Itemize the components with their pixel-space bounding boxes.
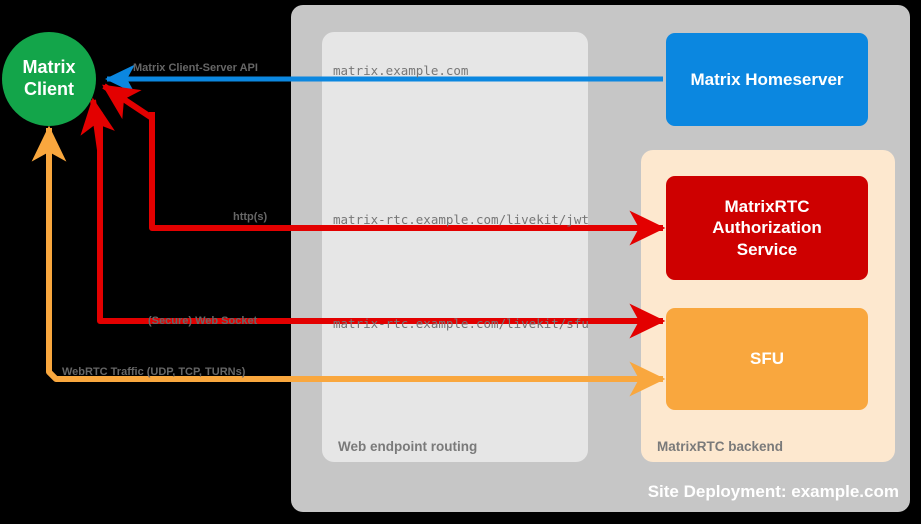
- flow-arrowhead-https-to-client: [102, 83, 154, 121]
- node-matrix-client[interactable]: Matrix Client: [2, 32, 96, 126]
- web-endpoint-routing-panel: [322, 32, 588, 462]
- auth-service-label: MatrixRTC Authorization Service: [712, 197, 822, 259]
- flow-label-matrix-client-server-api: Matrix Client-Server API: [133, 62, 258, 74]
- sfu-label: SFU: [750, 349, 784, 368]
- flow-label-webrtc-traffic: WebRTC Traffic (UDP, TCP, TURNs): [62, 366, 246, 378]
- node-matrix-homeserver[interactable]: Matrix Homeserver: [666, 33, 868, 126]
- matrix-client-label: Matrix Client: [22, 57, 76, 99]
- node-sfu[interactable]: SFU: [666, 308, 868, 410]
- matrixrtc-backend-caption: MatrixRTC backend: [657, 439, 784, 454]
- web-endpoint-routing-caption: Web endpoint routing: [338, 439, 478, 454]
- flow-arrowhead-ws-to-client: [80, 97, 115, 151]
- flow-label-secure-web-socket: (Secure) Web Socket: [148, 315, 258, 327]
- endpoint-url-livekit-sfu: matrix-rtc.example.com/livekit/sfu: [333, 316, 589, 331]
- endpoint-url-livekit-jwt: matrix-rtc.example.com/livekit/jwt: [333, 212, 589, 227]
- flow-line-https-to-auth: [149, 112, 666, 246]
- flow-line-webrtc-to-sfu: [46, 130, 666, 397]
- matrix-homeserver-label: Matrix Homeserver: [690, 69, 844, 89]
- endpoint-url-matrix: matrix.example.com: [333, 63, 469, 78]
- node-matrixrtc-authorization-service[interactable]: MatrixRTC Authorization Service: [666, 176, 868, 280]
- flow-label-https: http(s): [233, 211, 268, 223]
- site-deployment-caption: Site Deployment: example.com: [647, 482, 899, 501]
